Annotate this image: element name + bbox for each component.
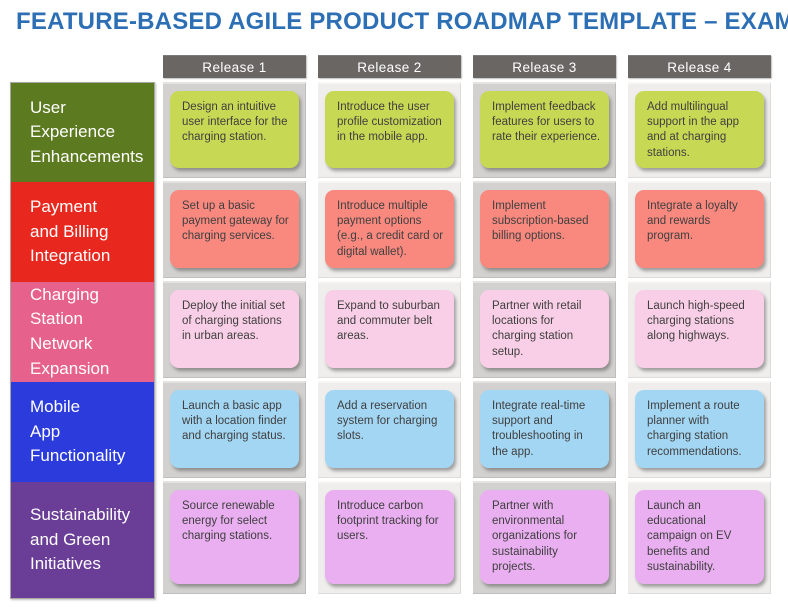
sticky-note: Add multilingual support in the app and … [635, 91, 764, 168]
sticky-note: Implement feedback features for users to… [480, 91, 609, 168]
row-header-payment-billing: Payment and Billing Integration [11, 182, 154, 282]
roadmap-cell: Partner with retail locations for chargi… [473, 281, 616, 378]
sticky-note: Launch high-speed charging stations alon… [635, 290, 764, 368]
sticky-note: Partner with retail locations for chargi… [480, 290, 609, 368]
row-header-user-experience: User Experience Enhancements [11, 83, 154, 182]
roadmap-cell: Integrate real-time support and troubles… [473, 381, 616, 478]
roadmap-cell: Add multilingual support in the app and … [628, 82, 771, 178]
roadmap-cell: Source renewable energy for select charg… [163, 481, 306, 594]
row-header-mobile-app: Mobile App Functionality [11, 382, 154, 482]
roadmap-cell: Introduce multiple payment options (e.g.… [318, 181, 461, 278]
sticky-note: Partner with environmental organizations… [480, 490, 609, 584]
sticky-note: Add a reservation system for charging sl… [325, 390, 454, 468]
roadmap-cell: Implement feedback features for users to… [473, 82, 616, 178]
roadmap-cell: Introduce the user profile customization… [318, 82, 461, 178]
column-release-1: Release 1 Design an intuitive user inter… [163, 55, 306, 597]
sticky-note: Introduce multiple payment options (e.g.… [325, 190, 454, 268]
roadmap-cell: Expand to suburban and commuter belt are… [318, 281, 461, 378]
release-1-header: Release 1 [163, 55, 306, 78]
roadmap-cell: Launch an educational campaign on EV ben… [628, 481, 771, 594]
roadmap-cell: Set up a basic payment gateway for charg… [163, 181, 306, 278]
roadmap-cell: Implement subscription-based billing opt… [473, 181, 616, 278]
page-title: FEATURE-BASED AGILE PRODUCT ROADMAP TEMP… [16, 8, 788, 35]
roadmap-cell: Integrate a loyalty and rewards program. [628, 181, 771, 278]
row-header-charging-network: Charging Station Network Expansion [11, 282, 154, 382]
roadmap-cell: Deploy the initial set of charging stati… [163, 281, 306, 378]
sticky-note: Launch an educational campaign on EV ben… [635, 490, 764, 584]
sticky-note: Integrate real-time support and troubles… [480, 390, 609, 468]
column-release-2: Release 2 Introduce the user profile cus… [318, 55, 461, 597]
row-header-column: User Experience Enhancements Payment and… [10, 82, 155, 599]
roadmap-cell: Implement a route planner with charging … [628, 381, 771, 478]
sticky-note: Design an intuitive user interface for t… [170, 91, 299, 168]
sticky-note: Deploy the initial set of charging stati… [170, 290, 299, 368]
sticky-note: Implement subscription-based billing opt… [480, 190, 609, 268]
sticky-note: Integrate a loyalty and rewards program. [635, 190, 764, 268]
sticky-note: Introduce carbon footprint tracking for … [325, 490, 454, 584]
sticky-note: Introduce the user profile customization… [325, 91, 454, 168]
roadmap-cell: Launch high-speed charging stations alon… [628, 281, 771, 378]
release-4-header: Release 4 [628, 55, 771, 78]
roadmap-cell: Design an intuitive user interface for t… [163, 82, 306, 178]
release-3-header: Release 3 [473, 55, 616, 78]
row-header-sustainability: Sustainability and Green Initiatives [11, 482, 154, 598]
roadmap-cell: Add a reservation system for charging sl… [318, 381, 461, 478]
release-2-header: Release 2 [318, 55, 461, 78]
roadmap-cell: Launch a basic app with a location finde… [163, 381, 306, 478]
roadmap-cell: Partner with environmental organizations… [473, 481, 616, 594]
sticky-note: Set up a basic payment gateway for charg… [170, 190, 299, 268]
column-release-3: Release 3 Implement feedback features fo… [473, 55, 616, 597]
column-release-4: Release 4 Add multilingual support in th… [628, 55, 771, 597]
sticky-note: Expand to suburban and commuter belt are… [325, 290, 454, 368]
roadmap-cell: Introduce carbon footprint tracking for … [318, 481, 461, 594]
sticky-note: Launch a basic app with a location finde… [170, 390, 299, 468]
sticky-note: Implement a route planner with charging … [635, 390, 764, 468]
sticky-note: Source renewable energy for select charg… [170, 490, 299, 584]
